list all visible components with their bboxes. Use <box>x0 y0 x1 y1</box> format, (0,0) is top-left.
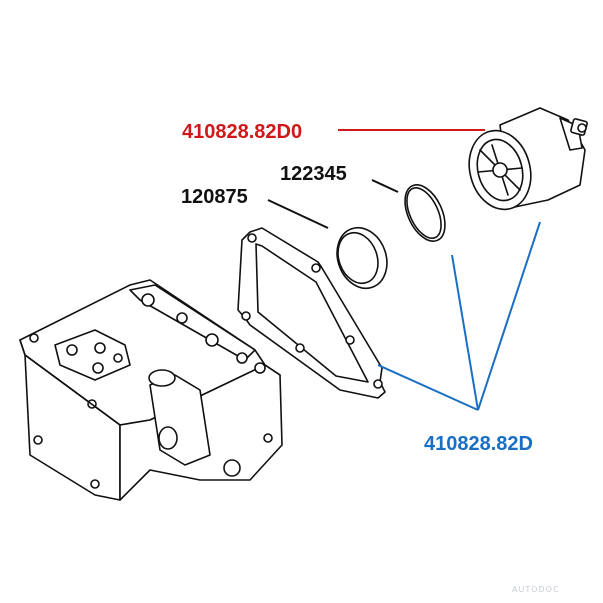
label-oring: 122345 <box>280 163 347 185</box>
leader-oring <box>371 179 399 193</box>
housing-block <box>19 279 283 501</box>
leader-kit <box>377 221 541 411</box>
label-kit: 410828.82D <box>424 433 533 455</box>
label-ring: 120875 <box>181 186 248 208</box>
gasket <box>237 227 386 399</box>
label-thermostat: 410828.82D0 <box>182 121 302 143</box>
leader-ring <box>267 199 329 229</box>
watermark: AUTODOC <box>512 585 560 594</box>
o-ring <box>404 184 446 242</box>
sealing-ring <box>336 226 388 290</box>
thermostat <box>468 107 588 211</box>
